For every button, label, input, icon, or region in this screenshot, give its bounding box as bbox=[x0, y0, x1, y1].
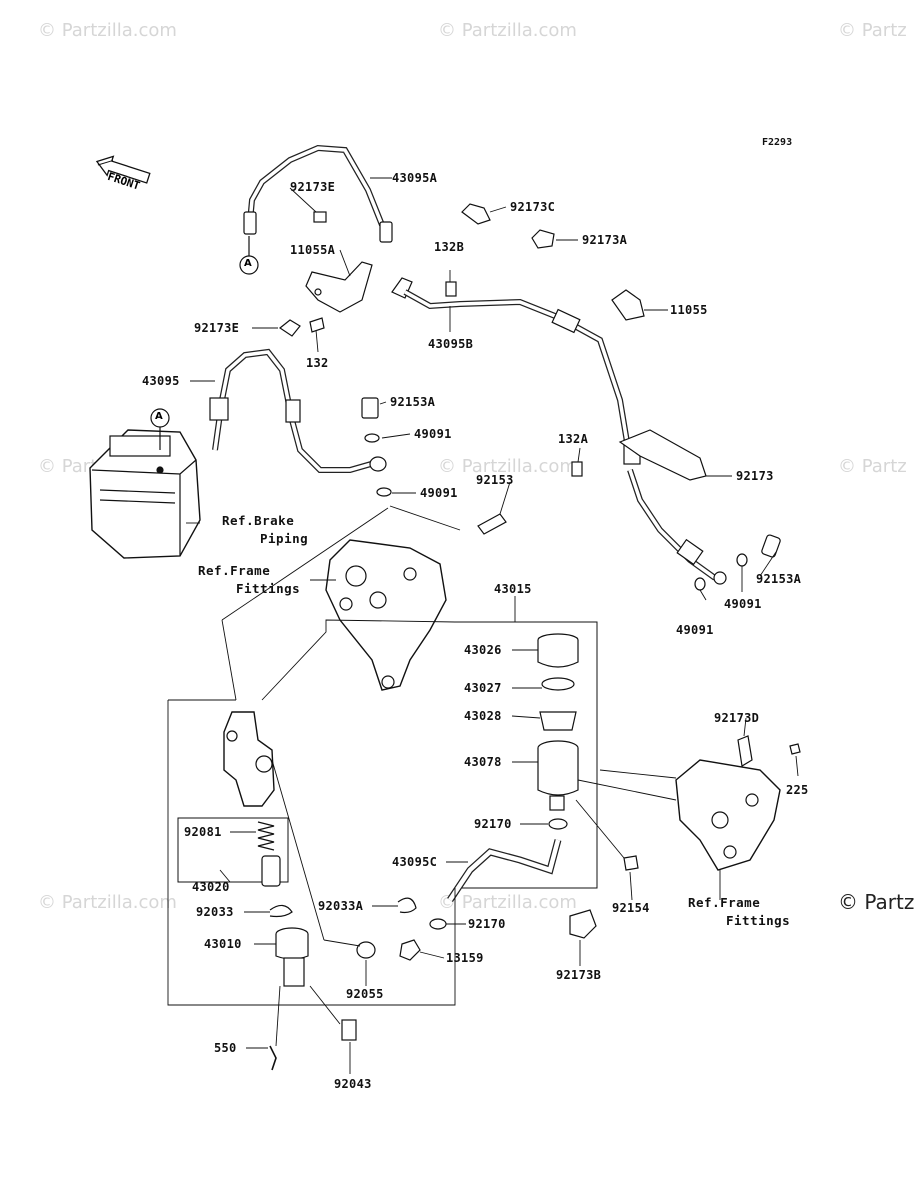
hose-43095C bbox=[447, 839, 562, 902]
part-label[interactable]: 92170 bbox=[468, 917, 506, 931]
part-label[interactable]: 225 bbox=[786, 783, 809, 797]
part-label[interactable]: 92173C bbox=[510, 200, 556, 214]
part-label[interactable]: 92173A bbox=[582, 233, 628, 247]
abs-unit bbox=[89, 429, 201, 559]
part-label[interactable]: 43026 bbox=[464, 643, 502, 657]
part-label[interactable]: 132 bbox=[306, 356, 329, 370]
nut-92043 bbox=[341, 1019, 357, 1041]
part-label[interactable]: 92033A bbox=[318, 899, 364, 913]
part-label[interactable]: 43095C bbox=[392, 855, 438, 869]
part-label[interactable]: 92170 bbox=[474, 817, 512, 831]
frame-fitting-right bbox=[675, 759, 781, 871]
part-label[interactable]: 49091 bbox=[420, 486, 458, 500]
part-label[interactable]: 92153A bbox=[756, 572, 802, 586]
part-label[interactable]: 92173E bbox=[194, 321, 240, 335]
part-label[interactable]: 43095A bbox=[392, 171, 438, 185]
frame-bracket bbox=[325, 539, 447, 691]
part-label[interactable]: 43095B bbox=[428, 337, 474, 351]
plate-43027 bbox=[541, 677, 575, 691]
watermark: © Partz bbox=[838, 456, 907, 477]
ref-frame-fittings-right: Ref.Frame Fittings bbox=[688, 895, 791, 928]
part-label[interactable]: 132B bbox=[434, 240, 465, 254]
part-label[interactable]: 43028 bbox=[464, 709, 502, 723]
reservoir-cap-43026 bbox=[537, 633, 579, 668]
marker-a-label: A bbox=[244, 258, 252, 269]
clamp-92170 bbox=[548, 818, 568, 830]
watermark: © Partz bbox=[838, 890, 915, 914]
part-label[interactable]: 550 bbox=[214, 1041, 237, 1055]
bolt-225 bbox=[789, 743, 801, 755]
banjo-bolt-92153A bbox=[361, 397, 379, 419]
clamp-92173A bbox=[531, 229, 555, 249]
part-label[interactable]: 92153 bbox=[476, 473, 514, 487]
pin-550 bbox=[269, 1045, 277, 1071]
part-label[interactable]: 132A bbox=[558, 432, 589, 446]
marker-a-label: A bbox=[155, 411, 163, 422]
part-label[interactable]: 92154 bbox=[612, 901, 650, 915]
diaphragm-43028 bbox=[539, 711, 577, 731]
clamp-92173C bbox=[461, 203, 491, 225]
bracket-11055A bbox=[305, 261, 373, 313]
reservoir-43078 bbox=[537, 740, 579, 811]
ref-frame-fittings-left: Ref.Frame Fittings bbox=[198, 563, 301, 596]
part-label[interactable]: 43015 bbox=[494, 582, 532, 596]
part-label[interactable]: 92173E bbox=[290, 180, 336, 194]
part-label[interactable]: 43020 bbox=[192, 880, 230, 894]
part-label[interactable]: 13159 bbox=[446, 951, 484, 965]
watermark: © Partz bbox=[838, 20, 907, 41]
part-label[interactable]: 49091 bbox=[414, 427, 452, 441]
watermark: © Partzilla.com bbox=[438, 20, 577, 41]
clamp-92173B bbox=[569, 909, 597, 939]
part-label[interactable]: 11055A bbox=[290, 243, 336, 257]
part-label[interactable]: 43078 bbox=[464, 755, 502, 769]
banjo-bolt-92153 bbox=[477, 513, 507, 535]
part-label[interactable]: 43010 bbox=[204, 937, 242, 951]
spring-92081 bbox=[257, 821, 275, 851]
bracket-11055 bbox=[611, 289, 645, 321]
watermark: © Partzilla.com bbox=[38, 892, 177, 913]
circlip-92033 bbox=[269, 904, 293, 918]
part-label[interactable]: 92173 bbox=[736, 469, 774, 483]
clamp-92173D bbox=[737, 735, 753, 767]
part-label[interactable]: 92153A bbox=[390, 395, 436, 409]
hose-fitting bbox=[243, 211, 257, 235]
part-label[interactable]: 92173B bbox=[556, 968, 602, 982]
part-label[interactable]: 92043 bbox=[334, 1077, 372, 1091]
fitting-13159 bbox=[399, 939, 421, 961]
master-cylinder bbox=[223, 711, 275, 807]
part-label[interactable]: 49091 bbox=[724, 597, 762, 611]
diagram-code: F2293 bbox=[762, 137, 793, 148]
front-arrow-icon bbox=[95, 155, 151, 184]
part-label[interactable]: 43027 bbox=[464, 681, 502, 695]
part-label[interactable]: 92081 bbox=[184, 825, 222, 839]
part-label[interactable]: 92173D bbox=[714, 711, 760, 725]
watermark: © Partzilla.com bbox=[438, 892, 577, 913]
part-label[interactable]: 49091 bbox=[676, 623, 714, 637]
part-label[interactable]: 92055 bbox=[346, 987, 384, 1001]
part-label[interactable]: 43095 bbox=[142, 374, 180, 388]
oring-92055 bbox=[356, 941, 376, 959]
part-label[interactable]: 11055 bbox=[670, 303, 708, 317]
push-rod-43010 bbox=[275, 927, 309, 987]
part-label[interactable]: 92033 bbox=[196, 905, 234, 919]
ref-brake-piping: Ref.Brake Piping bbox=[222, 513, 309, 546]
watermark: © Partzilla.com bbox=[438, 456, 577, 477]
bolt-92154 bbox=[623, 855, 639, 871]
watermark: © Partzilla.com bbox=[38, 20, 177, 41]
